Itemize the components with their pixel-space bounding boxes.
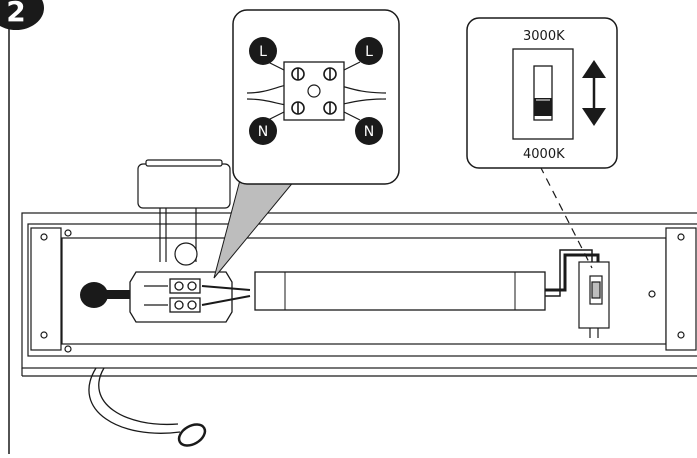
terminal-label-n-right: N bbox=[355, 117, 383, 145]
cct-label-3000k: 3000K bbox=[523, 29, 565, 44]
terminal-label-n-left: N bbox=[249, 117, 277, 145]
up-down-arrow-icon bbox=[582, 60, 606, 126]
cct-switch-module bbox=[578, 261, 610, 338]
switch-wire-2 bbox=[545, 249, 593, 297]
terminal-label-text: L bbox=[259, 44, 267, 60]
led-driver bbox=[254, 271, 546, 311]
cable-loop-end bbox=[177, 423, 207, 447]
terminal-callout: L L N N bbox=[232, 9, 400, 185]
cct-callout-leader bbox=[539, 165, 593, 269]
loose-cable-inner bbox=[98, 367, 179, 426]
switch-wire-1 bbox=[545, 253, 600, 292]
junction-box bbox=[137, 159, 231, 266]
cct-slide-switch-icon bbox=[533, 65, 553, 121]
terminal-label-text: N bbox=[364, 124, 374, 140]
terminal-label-text: N bbox=[258, 124, 268, 140]
loose-cable-outer bbox=[88, 367, 181, 434]
terminal-label-l-left: L bbox=[249, 37, 277, 65]
terminal-label-l-right: L bbox=[355, 37, 383, 65]
terminal-label-text: L bbox=[365, 44, 373, 60]
cct-callout bbox=[466, 17, 618, 169]
cct-label-4000k: 4000K bbox=[523, 147, 565, 162]
terminal-block bbox=[129, 271, 251, 323]
